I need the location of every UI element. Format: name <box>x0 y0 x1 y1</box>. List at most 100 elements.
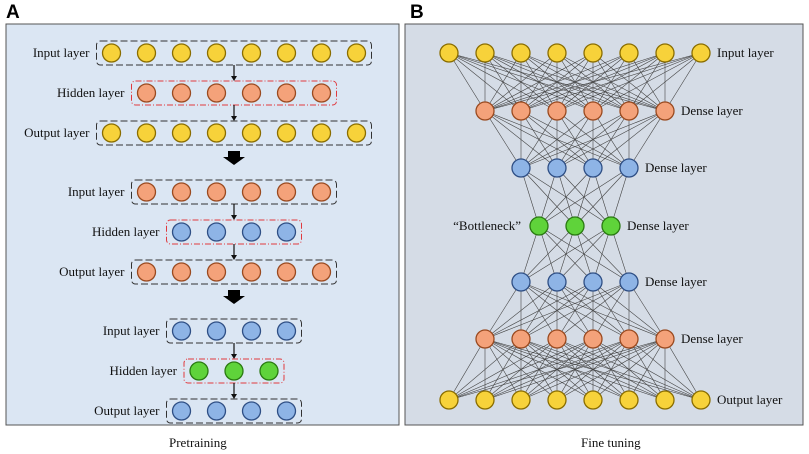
stage-2-arrow-1-head <box>231 215 237 220</box>
fine-tune-layer-2-node <box>655 101 675 121</box>
stage-1-layer-1-node <box>241 43 262 63</box>
fine-tune-layer-6-node <box>511 329 531 349</box>
stage-1-layer-3-node <box>171 123 192 143</box>
connection-line <box>592 225 612 283</box>
stage-1-layer-2-node <box>311 83 332 103</box>
stage-2-layer-1-node <box>311 182 332 202</box>
stage-2-layer-2-node <box>206 222 227 242</box>
connection-lines <box>448 52 702 401</box>
fine-tune-layer-1-node <box>439 43 459 63</box>
stage-1-layer-1-node <box>346 43 367 63</box>
stage-1-layer-2-node <box>171 83 192 103</box>
stage-3-layer-1-node <box>171 321 192 341</box>
stage-1-layer-1-node <box>136 43 157 63</box>
stage-3-layer-2-node <box>189 361 209 381</box>
connection-line <box>484 281 630 340</box>
stage-3-layer-1-label: Input layer <box>103 323 160 338</box>
stage-2-layer-2-node <box>241 222 262 242</box>
stage-2-layer-3-node <box>241 262 262 282</box>
stage-1-layer-2-label: Hidden layer <box>57 85 125 100</box>
connection-line <box>556 52 702 112</box>
panel-a-letter: A <box>6 2 20 23</box>
stage-3-layer-1-node <box>276 321 297 341</box>
fine-tune-layer-2-node <box>619 101 639 121</box>
connection-line <box>520 110 666 169</box>
connection-line <box>628 281 666 340</box>
panel-b-caption: Fine tuning <box>581 435 641 450</box>
connection-line <box>628 52 702 112</box>
stage-1-layer-3-node <box>346 123 367 143</box>
stage-1-layer-1-node <box>206 43 227 63</box>
stage-1-layer-1-node <box>171 43 192 63</box>
connection-line <box>664 338 702 401</box>
fine-tune-layer-6-node <box>547 329 567 349</box>
stage-1-layer-2-node <box>276 83 297 103</box>
connection-line <box>592 110 666 169</box>
stage-3-layer-3-node <box>171 401 192 421</box>
connection-line <box>448 338 594 401</box>
stage-1-layer-3-node <box>101 123 122 143</box>
connection-line <box>538 167 594 227</box>
fine-tune-layer-1-node <box>583 43 603 63</box>
stage-3-layer-3-box <box>166 398 302 424</box>
fine-tune-layer-7-node <box>583 390 603 410</box>
connection-line <box>538 167 558 227</box>
connection-line <box>592 281 630 340</box>
connection-line <box>484 52 522 112</box>
stage-3-layer-1-box <box>166 318 302 344</box>
connection-line <box>484 52 630 112</box>
fine-tune-layer-3-node <box>619 158 639 178</box>
connection-line <box>610 225 630 283</box>
fine-tune-layer-7-node <box>619 390 639 410</box>
fine-tune-layer-3-label: Dense layer <box>645 160 707 175</box>
stage-2-layer-2-node <box>171 222 192 242</box>
connection-line <box>448 338 486 401</box>
stage-3-arrow-1-head <box>231 354 237 359</box>
stage-2-layer-1-node <box>276 182 297 202</box>
fine-tune-layer-4-node <box>601 216 621 236</box>
fine-tune-layer-7-node <box>475 390 495 410</box>
connection-line <box>538 167 630 227</box>
fine-tune-layer-6-node <box>583 329 603 349</box>
connection-line <box>448 338 522 401</box>
stage-1-arrow-1-head <box>231 76 237 81</box>
stage-1-layer-1-label: Input layer <box>33 45 90 60</box>
stage-1-layer-1-node <box>276 43 297 63</box>
stage-2-layer-1-label: Input layer <box>68 184 125 199</box>
stage-1-layer-3-node <box>276 123 297 143</box>
fine-tune-layer-1-node <box>475 43 495 63</box>
fine-tune-layer-2-node <box>475 101 495 121</box>
stage-1-to-2-arrow <box>223 151 245 165</box>
connection-line <box>484 281 522 340</box>
fine-tune-layer-6-node <box>475 329 495 349</box>
stage-3-layer-3-node <box>276 401 297 421</box>
connection-line <box>484 281 594 340</box>
connection-line <box>592 338 666 401</box>
connection-line <box>448 52 486 112</box>
connection-line <box>484 281 558 340</box>
stage-1-layer-3-node <box>206 123 227 143</box>
connection-line <box>592 52 702 112</box>
fine-tune-layer-6-node <box>655 329 675 349</box>
stage-2-layer-2-box <box>166 219 302 245</box>
connection-line <box>484 52 666 112</box>
fine-tune-layer-7-node <box>439 390 459 410</box>
fine-tune-layer-7-node <box>691 390 711 410</box>
stage-1-layer-1-node <box>311 43 332 63</box>
connection-line <box>520 281 630 340</box>
stage-2-layer-2-node <box>276 222 297 242</box>
connection-line <box>520 110 558 169</box>
stage-3-layer-3-node <box>241 401 262 421</box>
bottleneck-label: “Bottleneck” <box>453 218 521 233</box>
fine-tune-layer-6-label: Dense layer <box>681 331 743 346</box>
fine-tune-layer-7-label: Output layer <box>717 392 783 407</box>
connection-line <box>484 110 522 169</box>
connection-line <box>484 52 702 112</box>
fine-tune-layer-2-label: Dense layer <box>681 103 743 118</box>
stage-2-layer-1-node <box>136 182 157 202</box>
connection-line <box>556 225 612 283</box>
fine-tune-layer-4-node <box>529 216 549 236</box>
fine-tune-layer-4-node <box>565 216 585 236</box>
